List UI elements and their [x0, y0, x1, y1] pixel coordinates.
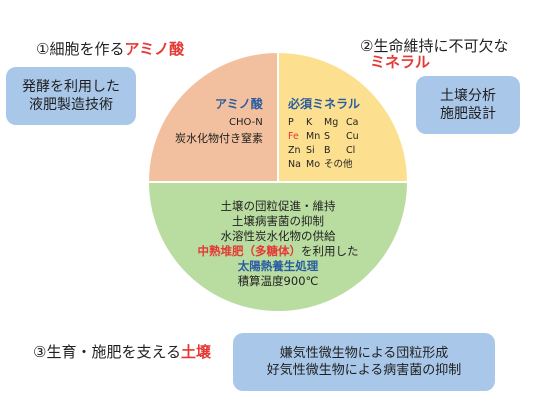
soil-line-compost: 中熟堆肥（多糖体）を利用した: [178, 244, 378, 259]
pie-diagram: [148, 52, 408, 312]
amino-segment-title: アミノ酸: [215, 97, 263, 111]
soil-line-carbohydrate: 水溶性炭水化物の供給: [220, 229, 336, 243]
soil-line-temperature: 積算温度900℃: [237, 274, 319, 288]
soil-line-disease: 土壌病害菌の抑制: [232, 214, 324, 228]
mineral-element: Na: [288, 159, 301, 170]
pie-segment-soil: [148, 181, 408, 312]
heading-amino-prefix: ①細胞を作る: [36, 40, 125, 58]
mineral-element: Zn: [288, 145, 301, 156]
box-bottom-line1: 嫌気性微生物による団粒形成: [279, 346, 449, 361]
soil-line-solarization: 太陽熱養生処理: [237, 259, 319, 273]
soil-compost-rest: を利用した: [301, 244, 359, 258]
soil-compost-highlight: 中熟堆肥（多糖体）: [197, 244, 302, 258]
mineral-element: Cu: [346, 131, 359, 142]
amino-segment-description: 炭水化物付き窒素: [175, 132, 263, 145]
mineral-element-iron: Fe: [288, 131, 299, 142]
heading-mineral-accent: ミネラル: [370, 53, 431, 71]
mineral-segment-title: 必須ミネラル: [288, 97, 361, 111]
mineral-row-1: P K Mg Ca: [288, 116, 364, 130]
mineral-element: Mo: [306, 159, 321, 170]
mineral-element: Mn: [306, 131, 321, 142]
mineral-element: Ca: [346, 117, 359, 128]
heading-soil-accent: 土壌: [181, 343, 212, 361]
heading-soil-prefix: ③生育・施肥を支える: [33, 343, 181, 361]
pie-segment-amino-acid: [148, 52, 279, 183]
soil-line-aggregate: 土壌の団粒促進・維持: [220, 199, 336, 213]
box-left-line2: 液肥製造技術: [29, 97, 113, 113]
heading-soil: ③生育・施肥を支える土壌: [33, 341, 211, 362]
mineral-element: P: [288, 117, 294, 128]
pie-segment-mineral: [277, 52, 408, 183]
mineral-element: B: [324, 145, 331, 156]
box-left-line1: 発酵を利用した: [22, 79, 120, 95]
soil-segment-text: 土壌の団粒促進・維持 土壌病害菌の抑制 水溶性炭水化物の供給 中熟堆肥（多糖体）…: [178, 199, 378, 289]
mineral-element: Cl: [346, 145, 356, 156]
box-right-line1: 土壌分析: [440, 88, 496, 104]
mineral-element-others: その他: [324, 159, 353, 170]
box-right-line2: 施肥設計: [440, 106, 496, 122]
heading-amino-acid: ①細胞を作るアミノ酸: [36, 38, 184, 59]
box-microorganisms: 嫌気性微生物による団粒形成 好気性微生物による病害菌の抑制: [233, 333, 495, 391]
mineral-element: S: [324, 131, 331, 142]
heading-mineral-line1: ②生命維持に不可欠な: [360, 37, 509, 55]
mineral-element: Si: [306, 145, 315, 156]
box-bottom-line2: 好気性微生物による病害菌の抑制: [266, 363, 462, 378]
mineral-element: K: [306, 117, 313, 128]
amino-segment-formula: CHO-N: [229, 117, 263, 128]
box-liquid-fertilizer-tech: 発酵を利用した 液肥製造技術: [6, 67, 136, 125]
mineral-row-3: Zn Si B Cl: [288, 144, 364, 158]
box-soil-analysis: 土壌分析 施肥設計: [416, 76, 520, 134]
mineral-element: Mg: [324, 117, 339, 128]
heading-amino-accent: アミノ酸: [124, 40, 185, 58]
